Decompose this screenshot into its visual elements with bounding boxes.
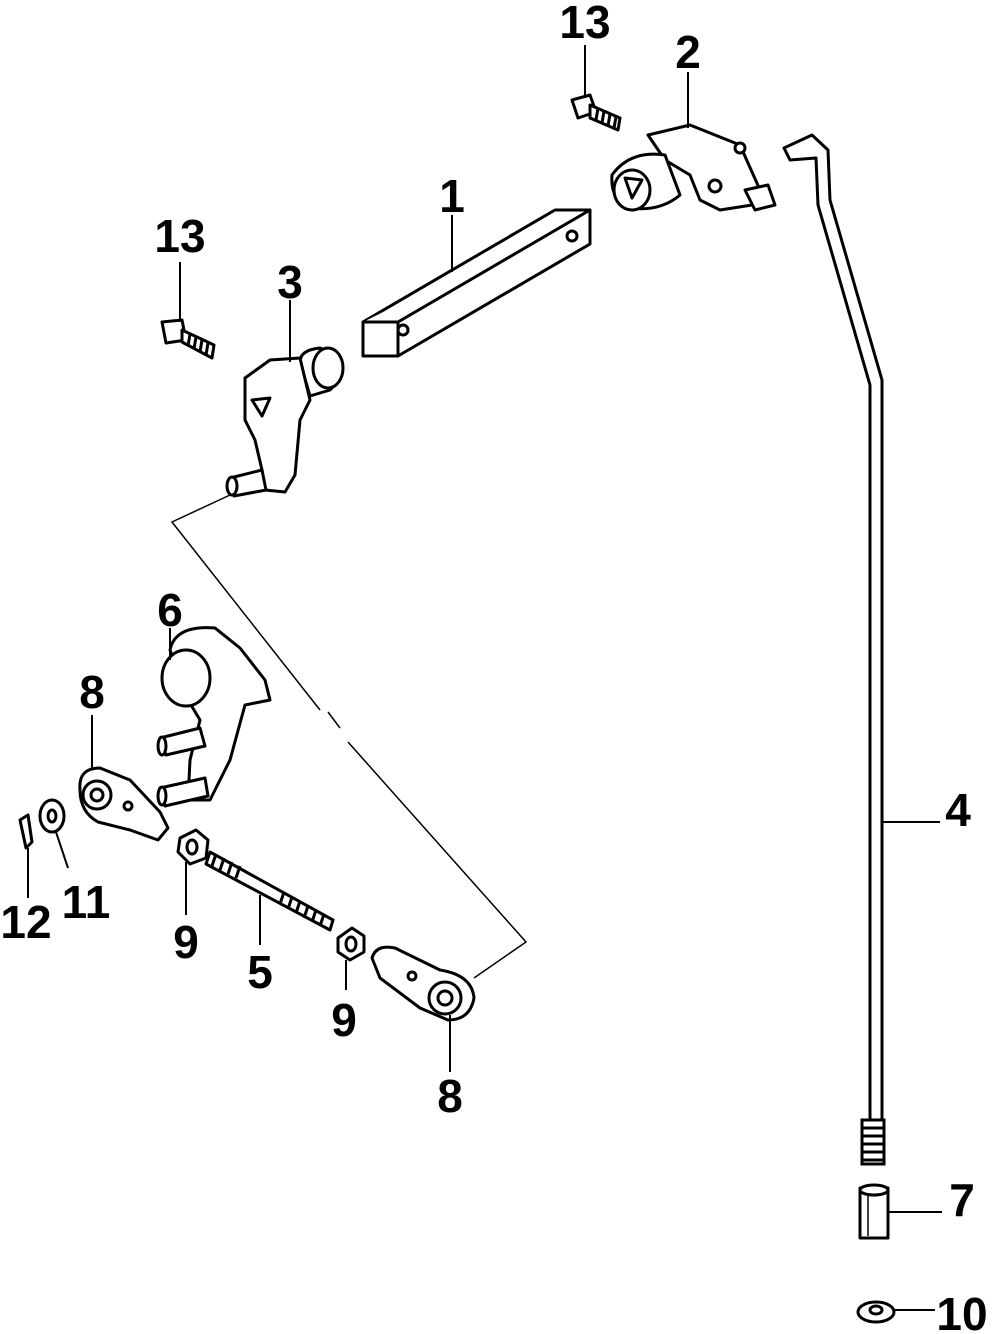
callout-1: 1	[439, 170, 465, 222]
part-9-right-nut	[336, 926, 366, 962]
callout-3: 3	[277, 256, 303, 308]
callout-7: 7	[949, 1174, 975, 1226]
leader-lines	[27, 45, 942, 1311]
callout-9-left: 9	[173, 916, 199, 968]
callout-13-lower: 13	[154, 210, 205, 262]
part-6-bracket	[156, 626, 272, 808]
callout-11: 11	[62, 876, 111, 928]
callout-5: 5	[247, 946, 273, 998]
callout-10: 10	[936, 1288, 987, 1334]
part-13-lower-bolt	[160, 318, 216, 360]
callout-8-lower: 8	[437, 1070, 463, 1122]
part-13-upper-bolt	[570, 93, 622, 132]
callout-9-right: 9	[331, 994, 357, 1046]
part-8-upper-ball-joint	[78, 766, 170, 842]
assembly-guide-lines	[170, 494, 528, 979]
part-1-shaft	[361, 208, 592, 358]
part-8-lower-ball-joint	[370, 945, 476, 1022]
callout-6: 6	[157, 584, 183, 636]
callout-13-upper: 13	[559, 0, 610, 48]
part-2-upper-lever	[610, 123, 777, 212]
callout-4: 4	[945, 784, 971, 836]
part-10-washer	[856, 1300, 896, 1324]
part-11-washer	[38, 798, 66, 834]
callout-8-upper: 8	[79, 666, 105, 718]
part-4-rod	[782, 133, 886, 1166]
part-3-lever	[225, 346, 345, 498]
part-12-clip	[18, 813, 34, 850]
callout-12: 12	[0, 896, 51, 948]
callout-2: 2	[675, 26, 701, 78]
part-9-left-nut	[176, 828, 210, 866]
part-5-link-rod	[204, 850, 335, 932]
part-7-sleeve	[858, 1183, 890, 1240]
